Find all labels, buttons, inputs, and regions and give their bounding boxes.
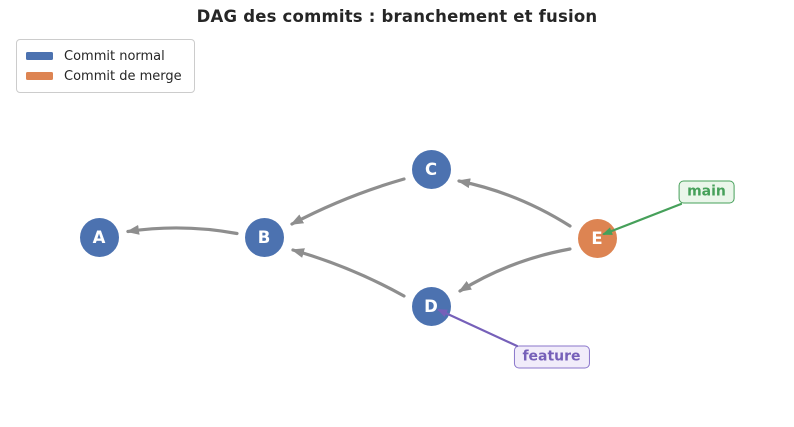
legend-label: Commit de merge <box>64 68 182 84</box>
legend-label: Commit normal <box>64 48 165 64</box>
branch-arrow-main-to-E <box>602 202 683 236</box>
commit-node-label: E <box>591 228 603 248</box>
edge-B-to-A <box>126 224 239 236</box>
edge-E-to-D <box>458 247 572 293</box>
commit-node-label: C <box>424 159 438 179</box>
commit-node-label: B <box>257 227 271 247</box>
branch-arrow-feature-to-D <box>437 308 519 348</box>
legend-item-merge: Commit de merge <box>26 66 182 86</box>
branch-label-main: main <box>678 180 735 203</box>
legend-item-normal: Commit normal <box>26 46 182 66</box>
commit-node-A: A <box>79 217 119 257</box>
edge-C-to-B <box>290 177 406 226</box>
branch-label-feature: feature <box>513 345 590 368</box>
commit-node-label: D <box>424 296 438 316</box>
commit-node-B: B <box>244 217 284 257</box>
edge-E-to-C <box>457 178 572 228</box>
commit-node-C: C <box>411 149 451 189</box>
figure-title: DAG des commits : branchement et fusion <box>196 7 598 26</box>
legend-swatch-merge <box>26 72 53 80</box>
commit-node-label: A <box>92 227 106 247</box>
commit-node-E: E <box>577 218 617 258</box>
legend-swatch-normal <box>26 52 53 60</box>
commit-node-D: D <box>411 286 451 326</box>
edge-D-to-B <box>291 248 406 298</box>
